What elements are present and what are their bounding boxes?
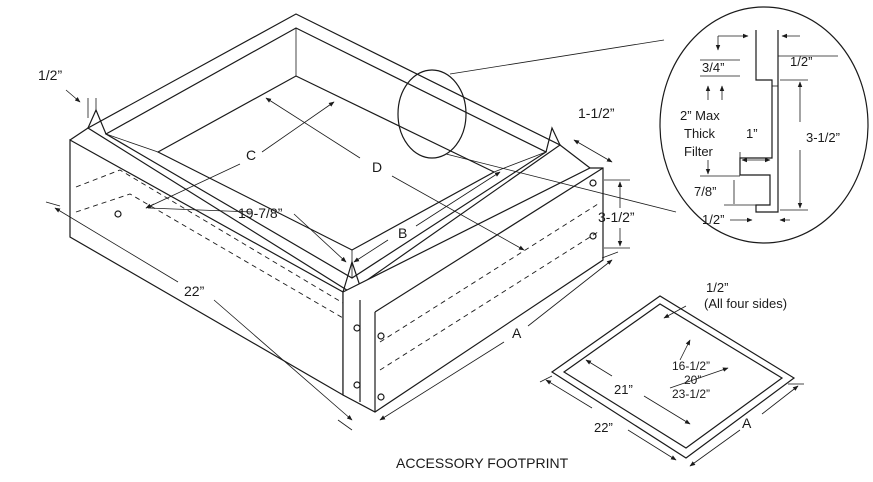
- label-one-and-half-inch: 1-1/2”: [578, 105, 615, 121]
- footprint-label-sixteen: 16-1/2”: [672, 359, 710, 373]
- filter-detail-callout: [397, 6, 869, 244]
- detail-label-half-top: 1/2”: [790, 54, 812, 69]
- detail-label-filter: Filter: [684, 144, 714, 159]
- footprint-label-twentythree: 23-1/2”: [672, 387, 710, 401]
- label-22-main: 22”: [184, 283, 205, 299]
- footprint-label-twentyone: 21”: [614, 382, 633, 397]
- footprint-label-twentytwo: 22”: [594, 420, 613, 435]
- detail-label-half-bottom: 1/2”: [702, 212, 724, 227]
- accessory-footprint: [539, 295, 804, 467]
- detail-source-circle: [397, 69, 467, 159]
- label-c: C: [246, 147, 256, 163]
- footprint-label-half: 1/2”: [706, 280, 728, 295]
- label-d: D: [372, 159, 382, 175]
- filter-rack-box: [69, 13, 604, 413]
- detail-label-one: 1”: [746, 126, 758, 141]
- detail-label-three-half: 3-1/2”: [806, 130, 840, 145]
- footprint-outer: [550, 295, 796, 459]
- footprint-caption: ACCESSORY FOOTPRINT: [396, 455, 569, 471]
- footprint-label-all-sides: (All four sides): [704, 296, 787, 311]
- detail-label-seven-eighth: 7/8”: [694, 184, 716, 199]
- footprint-label-twenty: 20”: [684, 373, 701, 387]
- footprint-label-a: A: [742, 415, 752, 431]
- detail-label-two-max: 2” Max: [680, 108, 720, 123]
- detail-circle: [659, 6, 869, 244]
- main-dimensions: [45, 89, 630, 431]
- label-a-main: A: [512, 325, 522, 341]
- label-three-and-half-side: 3-1/2”: [598, 209, 635, 225]
- label-nineteen-seven-eighths: 19-7/8”: [238, 205, 283, 221]
- label-b: B: [398, 225, 407, 241]
- detail-label-three-quarter: 3/4”: [702, 60, 724, 75]
- footprint-inner: [562, 303, 784, 449]
- label-half-inch-top: 1/2”: [38, 67, 62, 83]
- detail-label-thick: Thick: [684, 126, 716, 141]
